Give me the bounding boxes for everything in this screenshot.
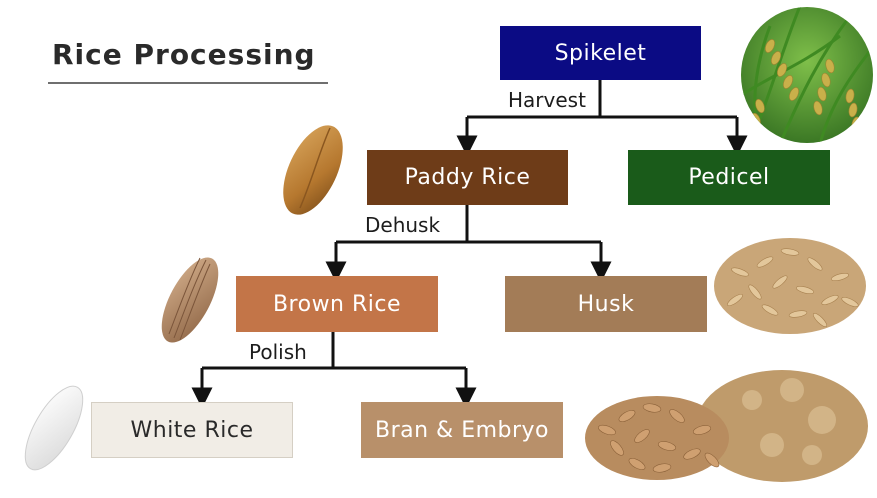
- node-husk: Husk: [505, 276, 707, 332]
- paddy-grain-photo: [272, 120, 354, 220]
- node-brown-rice: Brown Rice: [236, 276, 438, 332]
- bran-embryo-pile-photo: [582, 350, 872, 490]
- node-spikelet: Spikelet: [500, 26, 701, 80]
- node-white-rice: White Rice: [91, 402, 293, 458]
- step-label-harvest: Harvest: [506, 87, 588, 113]
- white-rice-grain-photo: [14, 378, 94, 478]
- husk-pile-photo: [710, 222, 870, 342]
- node-pedicel: Pedicel: [628, 150, 830, 205]
- node-bran-embryo: Bran & Embryo: [361, 402, 563, 458]
- node-paddy-rice: Paddy Rice: [367, 150, 568, 205]
- step-label-dehusk: Dehusk: [363, 212, 442, 238]
- brown-rice-grain-photo: [150, 250, 230, 350]
- step-label-polish: Polish: [247, 339, 309, 365]
- rice-plant-photo: [740, 6, 874, 144]
